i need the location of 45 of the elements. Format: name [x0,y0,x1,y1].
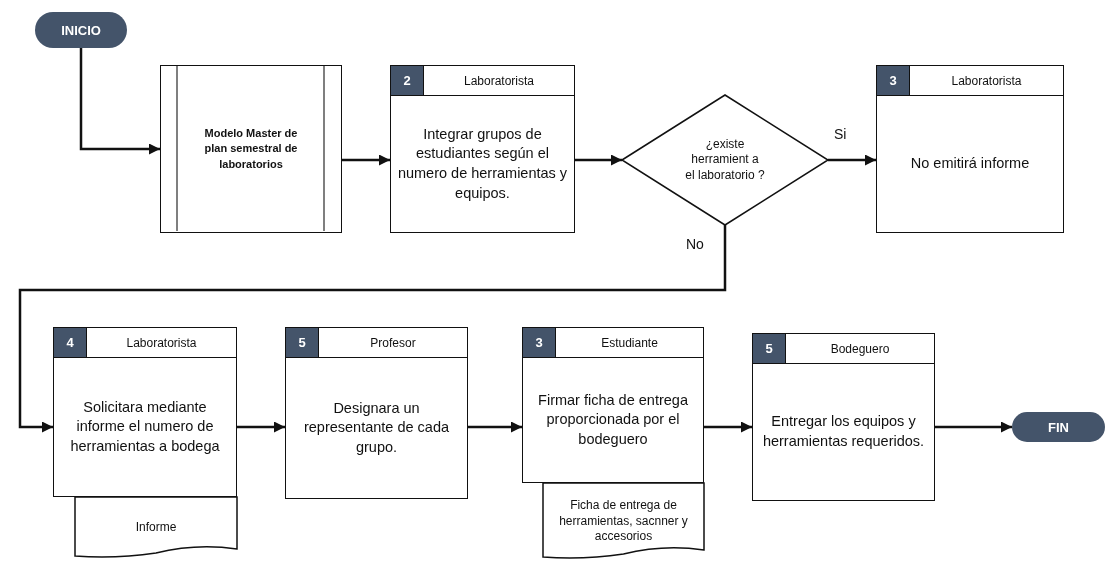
arrow [828,154,876,166]
decision-diamond [622,95,828,225]
step-number: 5 [753,334,785,364]
arrow [342,154,390,166]
process-text: Modelo Master de plan semestral de laboratorios [203,125,299,172]
step-number: 4 [54,328,86,358]
step-number: 3 [523,328,555,358]
task-box [876,65,1064,233]
document-shape [75,497,237,559]
role-label: Estudiante [555,328,703,358]
task-text: Solicitara mediante informe el numero de herramientas a bodega [69,397,221,456]
terminal-label: FIN [1048,419,1069,435]
step-number: 3 [877,66,909,96]
task-text: Designara un representante de cada grupo. [302,398,451,457]
arrow [575,154,622,166]
step-number: 2 [391,66,423,96]
task-text: No emitirá informe [910,154,1030,174]
task-text: Firmar ficha de entrega proporcionada por el bodeguero [537,390,689,449]
decision-text: ¿existe herramient a el laboratorio ? [685,136,765,184]
arrow [79,48,160,155]
task-text: Entregar los equipos y herramientas requeridos. [761,412,926,451]
terminal [35,12,127,48]
role-label: Laboratorista [86,328,236,358]
document-label: Ficha de entrega de herramientas, sacnner y accesorios [558,498,689,545]
arrow [237,421,285,433]
terminal [1012,412,1105,442]
role-label: Laboratorista [909,66,1063,96]
document-shape [543,483,704,560]
task-box [390,65,575,233]
predefined-process-box [160,65,342,233]
edge-label: Si [832,126,849,142]
arrow [704,421,752,433]
step-number: 5 [286,328,318,358]
task-text: Integrar grupos de estudiantes según el numero de herramientas y equipos. [397,124,568,203]
arrow [935,421,1012,433]
task-box [285,327,468,499]
edge-label: No [684,236,706,252]
document-label: Informe [134,520,178,536]
arrow [18,225,727,433]
terminal-label: INICIO [61,22,101,38]
role-label: Laboratorista [423,66,574,96]
task-box [752,333,935,501]
role-label: Profesor [318,328,467,358]
role-label: Bodeguero [785,334,934,364]
arrow [468,421,522,433]
